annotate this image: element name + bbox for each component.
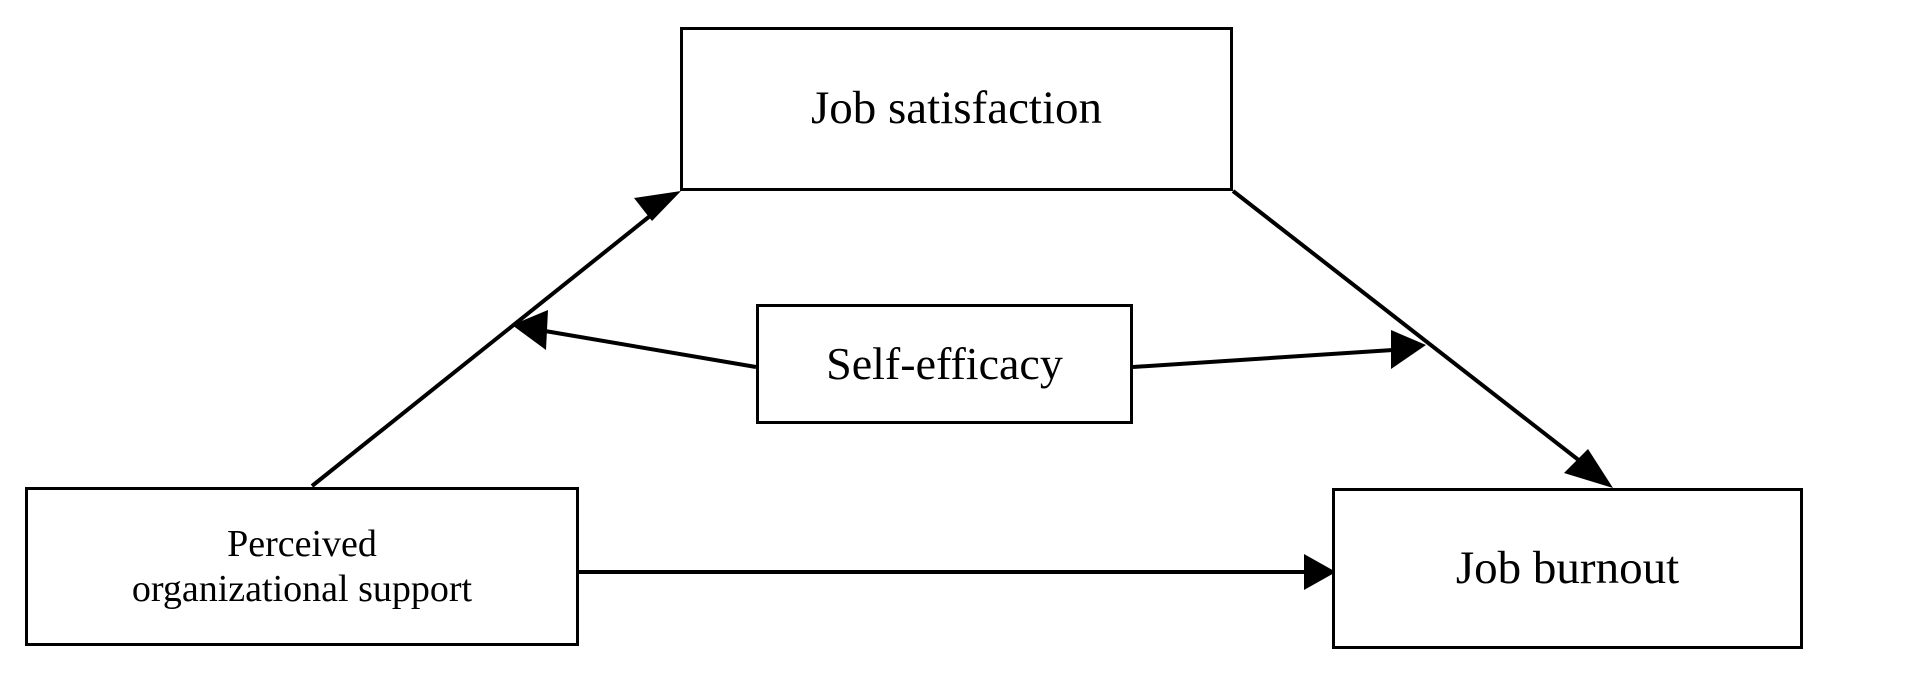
node-job-burnout-label: Job burnout [1455, 541, 1680, 594]
edge-job-satisfaction-to-job-burnout [1231, 189, 1613, 488]
edge-pos-to-job-satisfaction [310, 191, 681, 488]
edge-self-efficacy-moderates-job-satisfaction-job-burnout [1132, 330, 1426, 369]
node-job-burnout[interactable]: Job burnout [1332, 488, 1803, 649]
edge-pos-to-job-burnout [579, 554, 1336, 590]
node-job-satisfaction[interactable]: Job satisfaction [680, 27, 1233, 191]
node-self-efficacy-label: Self-efficacy [826, 337, 1063, 389]
node-job-satisfaction-label: Job satisfaction [810, 82, 1103, 135]
node-perceived-organizational-support[interactable]: Perceived organizational support [25, 487, 579, 646]
node-self-efficacy[interactable]: Self-efficacy [756, 304, 1133, 424]
node-perceived-organizational-support-label: Perceived organizational support [131, 522, 473, 610]
edge-self-efficacy-moderates-pos-job-satisfaction [512, 310, 757, 369]
